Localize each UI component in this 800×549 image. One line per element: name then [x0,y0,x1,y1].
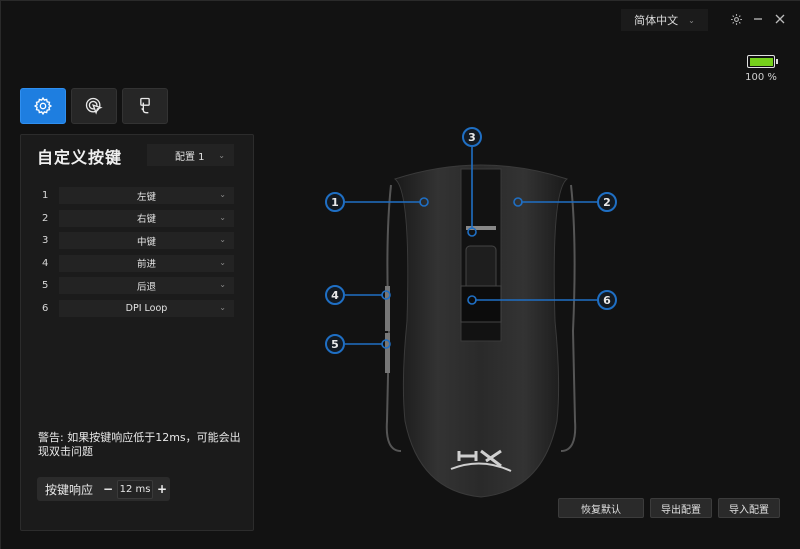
callout-button-2[interactable]: 2 [597,192,617,212]
profile-label: 配置 1 [175,151,205,163]
chevron-down-icon: ⌄ [219,302,226,312]
tab-dpi[interactable] [71,88,117,124]
tab-button-customize[interactable] [20,88,66,124]
button-number: 3 [42,235,49,247]
callout-button-3[interactable]: 3 [462,127,482,147]
chevron-down-icon: ⌄ [688,15,695,25]
reset-default-button[interactable]: 恢复默认 [558,498,644,518]
callout-lines [345,147,607,349]
footer-actions: 恢复默认 导出配置 导入配置 [558,498,780,518]
title-bar: 简体中文 ⌄ [1,1,800,41]
settings-button[interactable] [728,11,744,27]
button-2-select[interactable]: 右键 ⌄ [59,209,234,227]
chevron-down-icon: ⌄ [218,150,225,160]
callout-button-5[interactable]: 5 [325,334,345,354]
button-mapping-row: 4 前进 ⌄ [21,254,253,277]
button-function: DPI Loop [125,302,168,314]
minimize-button[interactable] [750,11,766,27]
callout-button-1[interactable]: 1 [325,192,345,212]
import-profile-button[interactable]: 导入配置 [718,498,780,518]
button-mapping-row: 1 左键 ⌄ [21,186,253,209]
chevron-down-icon: ⌄ [219,257,226,267]
callout-button-6[interactable]: 6 [597,290,617,310]
macro-hand-icon [140,97,150,114]
debounce-label: 按键响应 [45,482,94,497]
profile-select[interactable]: 配置 1 ⌄ [147,144,234,166]
gear-icon [33,96,53,116]
button-4-select[interactable]: 前进 ⌄ [59,254,234,272]
export-profile-button[interactable]: 导出配置 [650,498,712,518]
button-mapping-row: 6 DPI Loop ⌄ [21,299,253,322]
button-number: 5 [42,280,49,292]
gear-icon [730,13,742,25]
decrease-button[interactable]: − [102,482,114,496]
button-mapping-row: 5 后退 ⌄ [21,276,253,299]
chevron-down-icon: ⌄ [219,280,226,290]
button-3-select[interactable]: 中键 ⌄ [59,232,234,250]
button-function: 前进 [136,259,156,271]
battery-icon [747,55,778,68]
chevron-down-icon: ⌄ [219,190,226,199]
chevron-down-icon: ⌄ [219,235,226,245]
button-number: 1 [42,190,49,201]
debounce-warning: 警告: 如果按键响应低于12ms，可能会出现双击问题 [38,431,241,458]
cursor-click-icon [85,97,103,115]
language-select[interactable]: 简体中文 ⌄ [621,9,708,31]
button-5-select[interactable]: 后退 ⌄ [59,277,234,295]
button-number: 4 [42,257,49,269]
button-function: 左键 [136,191,156,203]
button-function: 后退 [136,281,156,293]
button-mapping-row: 2 右键 ⌄ [21,209,253,232]
button-1-select[interactable]: 左键 ⌄ [59,187,234,204]
close-button[interactable] [772,11,788,27]
button-number: 2 [42,212,49,224]
button-mapping-list: 1 左键 ⌄ 2 右键 ⌄ 3 中键 ⌄ 4 前进 ⌄ [21,186,253,322]
button-mapping-row: 3 中键 ⌄ [21,231,253,254]
increase-button[interactable]: + [156,482,168,496]
button-6-select[interactable]: DPI Loop ⌄ [59,299,234,317]
tab-macro[interactable] [122,88,168,124]
battery-indicator: 100 % [739,55,783,83]
callout-button-4[interactable]: 4 [325,285,345,305]
mouse-diagram: 1 2 3 4 5 6 [311,121,651,511]
debounce-control: 按键响应 − 12 ms + [37,477,170,501]
button-number: 6 [42,302,49,314]
close-icon [775,14,785,24]
mouse-image [385,164,577,498]
minimize-icon [754,18,762,20]
debounce-value[interactable]: 12 ms [117,479,154,499]
mode-tabs [20,88,168,124]
customize-buttons-panel: 自定义按键 配置 1 ⌄ 1 左键 ⌄ 2 右键 ⌄ 3 中键 ⌄ [20,134,254,531]
button-function: 右键 [136,214,156,226]
button-function: 中键 [136,236,156,248]
language-label: 简体中文 [634,14,679,27]
battery-percent: 100 % [745,72,777,83]
panel-title: 自定义按键 [37,148,123,167]
chevron-down-icon: ⌄ [219,212,226,222]
